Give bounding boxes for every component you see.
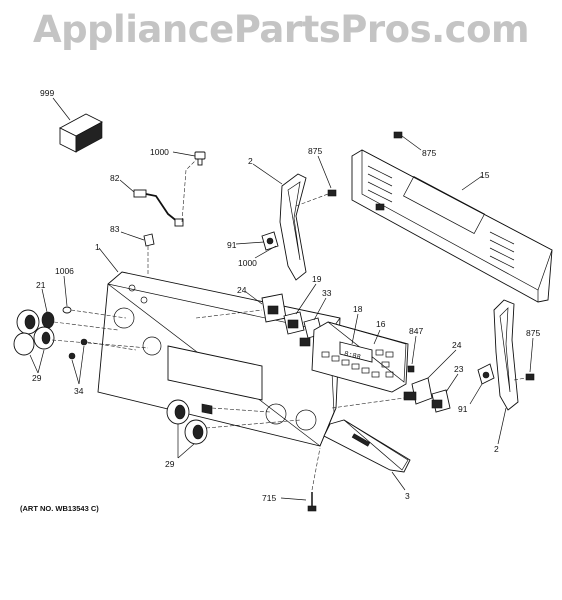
part-15-rear-cover bbox=[351, 149, 553, 303]
callout-2-right: 2 bbox=[494, 444, 499, 454]
callout-24-right: 24 bbox=[452, 340, 462, 350]
callout-83: 83 bbox=[110, 224, 120, 234]
part-3-trim-strip bbox=[323, 419, 411, 473]
part-29-knob-left bbox=[13, 309, 55, 356]
part-29-knob-lower-left bbox=[166, 399, 213, 445]
callout-34: 34 bbox=[74, 386, 84, 396]
callout-21: 21 bbox=[36, 280, 46, 290]
part-34-spacers bbox=[68, 338, 88, 360]
callout-23: 23 bbox=[454, 364, 464, 374]
callout-847: 847 bbox=[409, 326, 423, 336]
part-82-wire-harness bbox=[133, 159, 197, 227]
display-readout: 8:88 bbox=[343, 350, 361, 362]
part-23-switch bbox=[431, 389, 451, 413]
callout-875-top: 875 bbox=[308, 146, 322, 156]
callout-29-bottom: 29 bbox=[165, 459, 175, 469]
callout-3: 3 bbox=[405, 491, 410, 501]
callout-875-right: 875 bbox=[422, 148, 436, 158]
callout-91-top: 91 bbox=[227, 240, 237, 250]
part-875-screw-a bbox=[327, 189, 337, 197]
part-24-switch-right bbox=[403, 377, 433, 405]
part-999-box bbox=[59, 113, 103, 153]
callout-875-lower: 875 bbox=[526, 328, 540, 338]
part-1-control-panel bbox=[97, 271, 341, 447]
part-2-end-cap-left bbox=[261, 173, 307, 281]
callout-715: 715 bbox=[262, 493, 276, 503]
callout-91-right: 91 bbox=[458, 404, 468, 414]
callout-999: 999 bbox=[40, 88, 54, 98]
callout-19: 19 bbox=[312, 274, 322, 284]
part-24-switch-center bbox=[261, 293, 287, 323]
part-83-clip bbox=[143, 233, 155, 276]
callout-2-top: 2 bbox=[248, 156, 253, 166]
part-16-control-board bbox=[311, 321, 409, 393]
watermark-text: AppliancePartsPros.com bbox=[32, 8, 530, 51]
part-875-screw-c bbox=[525, 373, 535, 381]
part-2-end-cap-right bbox=[477, 299, 519, 411]
part-715-screw bbox=[307, 492, 317, 512]
callout-29-left: 29 bbox=[32, 373, 42, 383]
callout-1: 1 bbox=[95, 242, 100, 252]
callout-24-center: 24 bbox=[237, 285, 247, 295]
part-19-switch bbox=[283, 311, 305, 335]
callout-15: 15 bbox=[480, 170, 490, 180]
callout-18: 18 bbox=[353, 304, 363, 314]
callout-33: 33 bbox=[322, 288, 332, 298]
art-number: (ART NO. WB13543 C) bbox=[20, 504, 99, 513]
part-847-screw bbox=[407, 365, 415, 373]
callout-16: 16 bbox=[376, 319, 386, 329]
callout-82: 82 bbox=[110, 173, 120, 183]
callout-1000-top: 1000 bbox=[150, 147, 169, 157]
part-875-screw-b bbox=[393, 131, 403, 139]
callout-1000-mid: 1000 bbox=[238, 258, 257, 268]
part-21-knob-adapter bbox=[41, 311, 55, 329]
callout-1006: 1006 bbox=[55, 266, 74, 276]
part-1000-screw bbox=[194, 151, 206, 166]
part-1006-screw bbox=[62, 306, 72, 314]
